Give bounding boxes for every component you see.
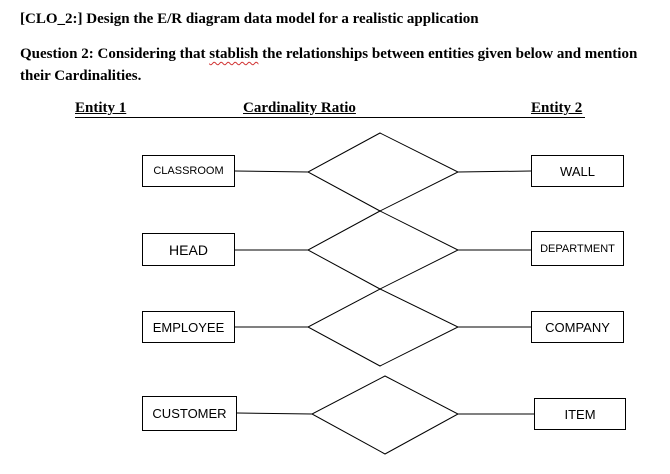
- connector-line-classroom: [234, 170, 309, 173]
- entity-box-employee: EMPLOYEE: [142, 311, 235, 343]
- entity-box-company: COMPANY: [531, 311, 624, 343]
- entity-box-item: ITEM: [534, 398, 626, 430]
- relationship-diamond-4: [310, 375, 460, 455]
- header-entity-1: Entity 1: [75, 100, 127, 116]
- header-rule: [75, 117, 585, 118]
- connector-line-customer: [236, 412, 313, 415]
- relationship-diamond-1: [306, 132, 460, 212]
- question-text: Question 2: Considering that stablish th…: [20, 43, 640, 87]
- document-title: [CLO_2:] Design the E/R diagram data mod…: [20, 11, 479, 27]
- question-suffix: the relationships between entities given…: [20, 46, 638, 84]
- entity-box-wall: WALL: [531, 155, 624, 187]
- entity-box-customer: CUSTOMER: [142, 396, 237, 431]
- entity-box-classroom: CLASSROOM: [142, 155, 235, 187]
- relationship-diamond-2: [306, 210, 460, 290]
- header-cardinality-ratio: Cardinality Ratio: [243, 100, 356, 116]
- entity-box-head: HEAD: [142, 233, 235, 266]
- entity-box-department: DEPARTMENT: [531, 231, 624, 266]
- question-prefix: Question 2: Considering that: [20, 46, 210, 62]
- relationship-diamond-3: [306, 288, 460, 367]
- header-entity-2: Entity 2: [531, 100, 583, 116]
- misspelled-word: stablish: [209, 46, 259, 62]
- connector-line-wall: [457, 170, 532, 173]
